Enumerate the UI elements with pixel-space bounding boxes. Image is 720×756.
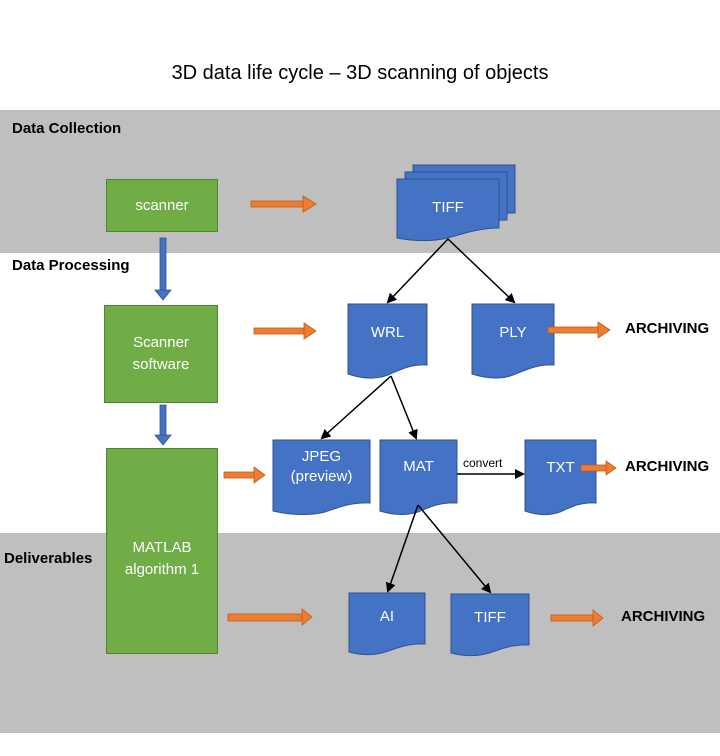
jpeg-label-line2: (preview) bbox=[290, 468, 353, 486]
txt-document-icon bbox=[524, 439, 597, 515]
band-label-processing: Data Processing bbox=[12, 257, 130, 274]
scanner-to-tiff-arrow bbox=[250, 195, 317, 213]
tiff-to-archiving-arrow bbox=[550, 609, 604, 627]
scanner-software-label-line1: Scanner bbox=[133, 334, 189, 352]
jpeg-document-icon bbox=[272, 439, 371, 515]
scanner-software-label-line2: software bbox=[132, 356, 190, 373]
mat-document-icon bbox=[379, 439, 458, 515]
diagram-title: 3D data life cycle – 3D scanning of obje… bbox=[171, 62, 549, 84]
software-to-wrl-arrow bbox=[253, 322, 317, 340]
jpeg-label: JPEG (preview) bbox=[273, 447, 370, 488]
archiving-label-ply: ARCHIVING bbox=[625, 320, 710, 337]
scanner-label: scanner bbox=[135, 196, 189, 214]
matlab-label-line1: MATLAB bbox=[132, 539, 192, 556]
archiving-label-txt: ARCHIVING bbox=[625, 458, 710, 475]
wrl-document-icon bbox=[347, 303, 428, 379]
matlab-algorithm-box: MATLAB algorithm 1 bbox=[106, 448, 218, 654]
ai-label: AI bbox=[379, 608, 395, 625]
matlab-to-deliverables-arrow bbox=[227, 608, 313, 626]
ply-document-icon bbox=[471, 303, 555, 379]
tiff-to-wrl-connector bbox=[386, 238, 449, 304]
tiff-to-ply-connector bbox=[447, 238, 516, 304]
wrl-to-jpeg-connector bbox=[320, 375, 392, 440]
scanner-to-software-arrow bbox=[154, 237, 172, 301]
txt-to-archiving-arrow bbox=[580, 460, 617, 476]
archiving-label-deliverables: ARCHIVING bbox=[621, 608, 706, 625]
mat-to-tiff-connector bbox=[417, 504, 492, 594]
ply-to-archiving-arrow bbox=[547, 321, 611, 339]
ai-document-icon bbox=[348, 592, 426, 656]
txt-label: TXT bbox=[546, 459, 575, 476]
ply-label: PLY bbox=[499, 324, 527, 341]
convert-label: convert bbox=[463, 456, 503, 470]
wrl-label: WRL bbox=[370, 324, 405, 341]
software-to-matlab-arrow bbox=[154, 404, 172, 446]
tiff-stack-label: TIFF bbox=[432, 199, 464, 216]
tiff-stack-document-icon bbox=[396, 164, 516, 242]
band-label-collection: Data Collection bbox=[12, 120, 122, 137]
tiff-output-document-icon bbox=[450, 593, 530, 657]
matlab-label-line2: algorithm 1 bbox=[124, 560, 200, 578]
tiff-output-label: TIFF bbox=[474, 609, 506, 626]
wrl-to-mat-connector bbox=[390, 375, 418, 440]
mat-label: MAT bbox=[403, 458, 434, 475]
scanner-software-box: Scanner software bbox=[104, 305, 218, 403]
mat-to-ai-connector bbox=[385, 504, 419, 593]
matlab-to-jpeg-arrow bbox=[223, 466, 266, 484]
band-label-deliverables: Deliverables bbox=[4, 550, 93, 567]
jpeg-label-line1: JPEG bbox=[301, 448, 342, 465]
scanner-box: scanner bbox=[106, 179, 218, 232]
